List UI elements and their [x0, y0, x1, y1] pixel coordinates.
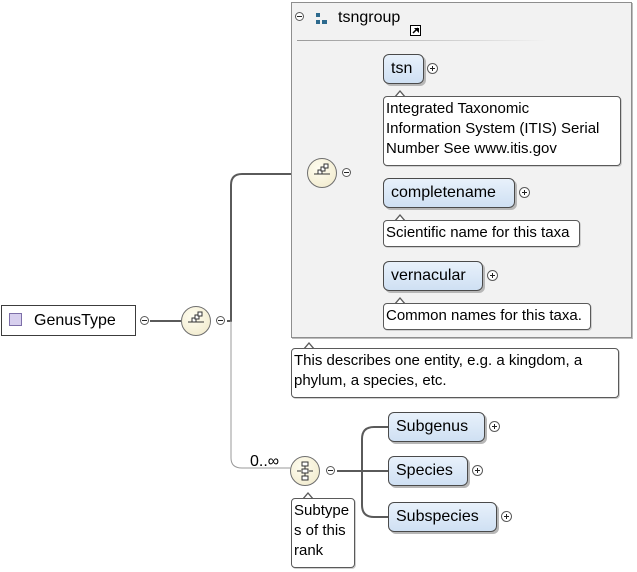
- element-square-icon: [9, 313, 22, 326]
- species-expand-icon[interactable]: [472, 465, 483, 476]
- root-collapse-icon[interactable]: [140, 316, 149, 325]
- subgenus-element[interactable]: Subgenus: [388, 412, 485, 442]
- group-icon: [316, 12, 328, 24]
- species-element[interactable]: Species: [388, 456, 468, 486]
- subspecies-expand-icon[interactable]: [501, 511, 512, 522]
- doc-pointer: [303, 342, 315, 350]
- sequence-compositor-icon[interactable]: [307, 158, 337, 188]
- completename-expand-icon[interactable]: [519, 187, 530, 198]
- genustype-element[interactable]: GenusType: [1, 305, 136, 336]
- doc-pointer: [394, 90, 406, 98]
- choice-collapse-icon[interactable]: [326, 466, 335, 475]
- group-label[interactable]: tsngroup: [338, 9, 401, 26]
- sequence-collapse-icon[interactable]: [216, 316, 225, 325]
- doc-pointer: [302, 492, 314, 500]
- occurrence-label: 0..∞: [250, 453, 280, 470]
- vernacular-documentation: Common names for this taxa.: [383, 303, 591, 330]
- completename-element[interactable]: completename: [383, 178, 515, 208]
- doc-pointer: [394, 214, 406, 222]
- subspecies-element[interactable]: Subspecies: [388, 502, 497, 532]
- completename-documentation: Scientific name for this taxa: [383, 220, 580, 247]
- subtype-documentation: Subtype s of this rank: [291, 498, 355, 568]
- tsn-expand-icon[interactable]: [427, 63, 438, 74]
- group-documentation: This describes one entity, e.g. a kingdo…: [291, 348, 619, 398]
- tsn-documentation: Integrated Taxonomic Information System …: [383, 96, 621, 166]
- tsn-element[interactable]: tsn: [383, 54, 424, 84]
- sequence-compositor-icon[interactable]: [181, 306, 211, 336]
- link-arrow-icon[interactable]: [410, 25, 421, 36]
- group-divider: [297, 40, 547, 41]
- doc-pointer: [394, 297, 406, 305]
- subgenus-expand-icon[interactable]: [489, 421, 500, 432]
- vernacular-element[interactable]: vernacular: [383, 261, 483, 291]
- vernacular-expand-icon[interactable]: [487, 270, 498, 281]
- inner-sequence-collapse-icon[interactable]: [342, 168, 351, 177]
- group-collapse-icon[interactable]: [295, 12, 304, 21]
- choice-compositor-icon[interactable]: [290, 456, 320, 486]
